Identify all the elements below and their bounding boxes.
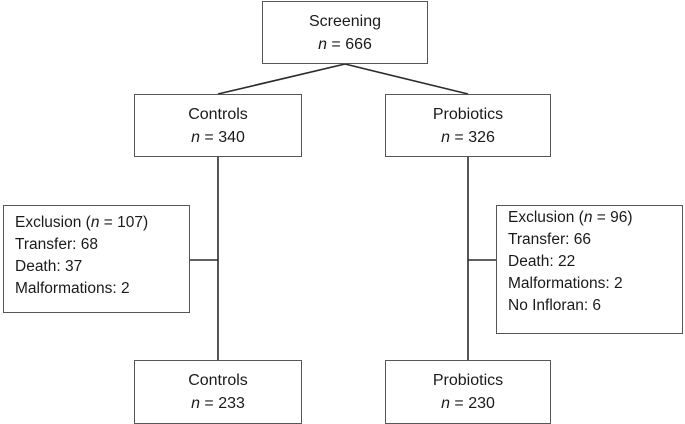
n-symbol: n — [90, 214, 100, 231]
controls-arm-n-value: 340 — [218, 129, 245, 146]
probiotics-arm-n-value: 326 — [468, 129, 495, 146]
equals-sign: = — [99, 214, 118, 231]
equals-sign: = — [199, 395, 219, 412]
probiotics-final-label: Probiotics — [432, 372, 504, 389]
probiotics-arm-label: Probiotics — [432, 106, 504, 123]
probiotics-final-count: n = 230 — [386, 392, 550, 415]
equals-sign: = — [199, 129, 219, 146]
controls-exclusion-item: Transfer: 68 — [15, 236, 98, 253]
controls-exclusion-header: Exclusion (n = 107) — [15, 212, 189, 234]
probiotics-exclusion-item: Malformations: 2 — [508, 275, 623, 292]
connector-screening-probiotics — [344, 63, 469, 95]
connector-screening-controls — [217, 63, 346, 95]
equals-sign: = — [449, 129, 469, 146]
screening-n-value: 666 — [345, 36, 372, 53]
screening-box: Screening n = 666 — [262, 1, 428, 64]
controls-exclusion-n-value: 107 — [117, 214, 143, 231]
controls-final-count: n = 233 — [135, 392, 301, 415]
n-symbol: n — [441, 129, 450, 146]
controls-exclusion-item: Death: 37 — [15, 258, 83, 275]
controls-exclusion-item: Malformations: 2 — [15, 280, 130, 297]
exclusion-prefix: Exclusion ( — [15, 214, 91, 231]
probiotics-final-box: Probiotics n = 230 — [385, 360, 551, 424]
equals-sign: = — [326, 36, 346, 53]
exclusion-prefix: Exclusion ( — [508, 209, 584, 226]
screening-count: n = 666 — [263, 33, 427, 56]
n-symbol: n — [191, 395, 200, 412]
probiotics-exclusion-item: No Infloran: 6 — [508, 297, 602, 314]
probiotics-exclusion-header: Exclusion (n = 96) — [508, 207, 682, 229]
controls-final-n-value: 233 — [218, 395, 245, 412]
controls-arm-label: Controls — [188, 106, 248, 123]
n-symbol: n — [441, 395, 450, 412]
controls-arm-box: Controls n = 340 — [134, 94, 302, 157]
equals-sign: = — [449, 395, 469, 412]
probiotics-exclusion-n-value: 96 — [610, 209, 628, 226]
probiotics-arm-box: Probiotics n = 326 — [385, 94, 551, 157]
probiotics-arm-count: n = 326 — [386, 126, 550, 149]
n-symbol: n — [583, 209, 593, 226]
probiotics-final-n-value: 230 — [468, 395, 495, 412]
controls-final-label: Controls — [188, 372, 248, 389]
probiotics-exclusion-item: Transfer: 66 — [508, 231, 591, 248]
exclusion-suffix: ) — [142, 214, 149, 231]
screening-label: Screening — [308, 13, 382, 30]
controls-final-box: Controls n = 233 — [134, 360, 302, 424]
exclusion-suffix: ) — [627, 209, 633, 226]
controls-arm-count: n = 340 — [135, 126, 301, 149]
probiotics-exclusion-box: Exclusion (n = 96) Transfer: 66 Death: 2… — [496, 205, 683, 334]
n-symbol: n — [318, 36, 327, 53]
n-symbol: n — [191, 129, 200, 146]
controls-exclusion-box: Exclusion (n = 107) Transfer: 68 Death: … — [3, 205, 190, 313]
probiotics-exclusion-item: Death: 22 — [508, 253, 576, 270]
equals-sign: = — [592, 209, 611, 226]
